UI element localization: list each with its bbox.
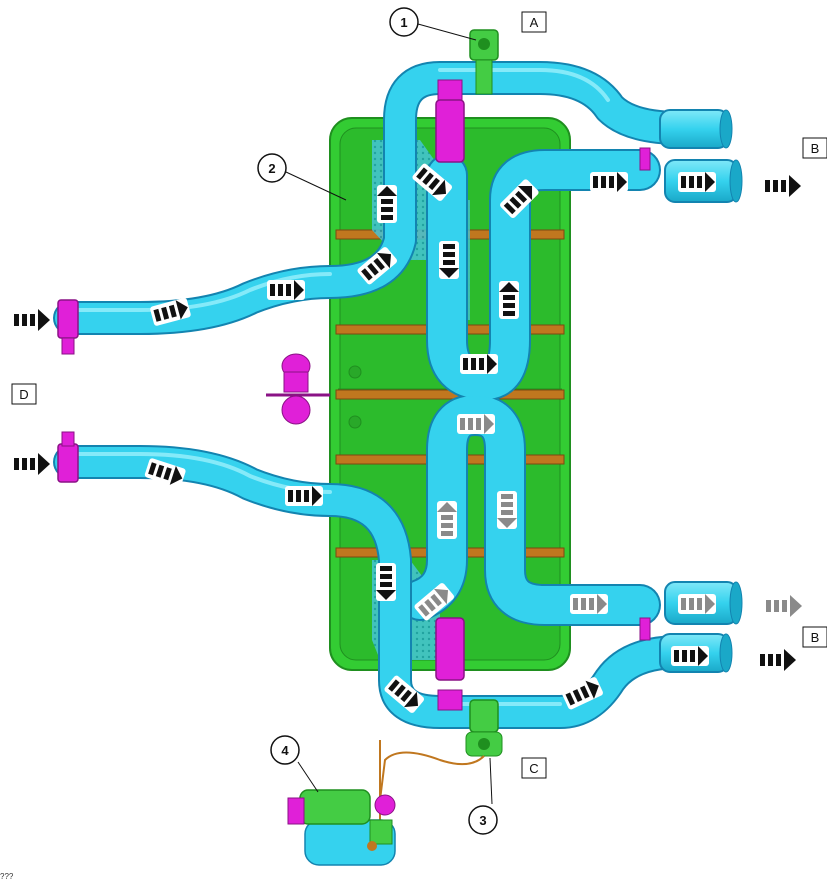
box-label-b-lower-text: B xyxy=(811,630,820,645)
callout-2-label: 2 xyxy=(268,161,275,176)
box-label-c-text: C xyxy=(529,761,538,776)
valve-actuator-icon xyxy=(465,29,503,757)
callout-3-label: 3 xyxy=(479,813,486,828)
callout-1: 1 xyxy=(389,7,419,37)
flow-arrow-icon xyxy=(14,163,801,713)
image-reference-id: ??? xyxy=(0,872,14,881)
callout-4-label: 4 xyxy=(281,743,289,758)
box-label-d-text: D xyxy=(19,387,28,402)
box-label-b-lower: B xyxy=(802,626,827,648)
callout-4: 4 xyxy=(270,735,300,765)
callout-1-label: 1 xyxy=(400,15,407,30)
tailpipe-tips xyxy=(639,109,743,673)
box-label-a: A xyxy=(521,11,547,33)
actuator-assembly xyxy=(287,740,485,866)
callout-2: 2 xyxy=(257,153,287,183)
box-label-c: C xyxy=(521,757,547,779)
callout-3: 3 xyxy=(468,805,498,835)
leader-lines xyxy=(285,23,493,805)
box-label-b-upper-text: B xyxy=(811,141,820,156)
exhaust-pipes xyxy=(53,61,697,729)
box-label-d: D xyxy=(11,383,37,405)
box-label-a-text: A xyxy=(530,15,539,30)
exhaust-valve-icon xyxy=(266,79,465,711)
flow-arrow-gray-icon xyxy=(414,414,802,621)
inlet-flanges xyxy=(57,299,79,483)
box-label-b-upper: B xyxy=(802,137,827,159)
